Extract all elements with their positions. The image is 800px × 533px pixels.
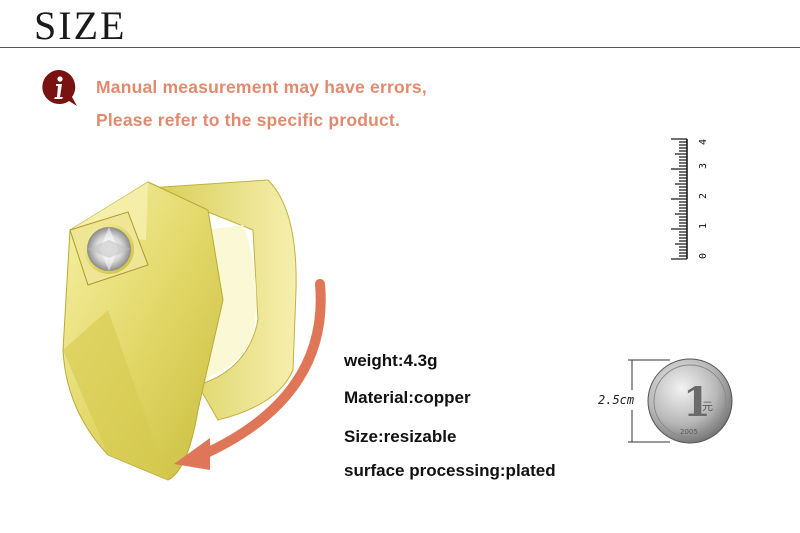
ruler-label: 2 <box>698 193 709 199</box>
coin-diameter-label: 2.5cm <box>598 393 635 407</box>
coin-image: 1 元 2005 <box>628 358 733 444</box>
info-icon <box>42 70 77 106</box>
coin-value: 1 <box>683 379 711 426</box>
notice-line-1: Manual measurement may have errors, <box>96 77 427 97</box>
coin-unit: 元 <box>702 400 713 413</box>
spec-size: Size:resizable <box>344 427 457 446</box>
spec-material: Material:copper <box>344 388 471 407</box>
page-title: SIZE <box>34 3 127 48</box>
header-divider <box>0 47 800 48</box>
spec-surface: surface processing:plated <box>344 461 556 480</box>
ruler-icon: 0 1 2 3 4 <box>671 138 709 260</box>
spec-weight: weight:4.3g <box>344 351 438 370</box>
ruler-label: 1 <box>698 223 709 229</box>
ruler-label: 0 <box>698 253 709 259</box>
ruler-label: 4 <box>698 139 709 145</box>
ring-image <box>62 179 297 481</box>
rotation-arrow-icon <box>174 279 326 470</box>
ruler-label: 3 <box>698 163 709 169</box>
coin-year: 2005 <box>680 428 698 436</box>
notice-line-2: Please refer to the specific product. <box>96 110 401 130</box>
